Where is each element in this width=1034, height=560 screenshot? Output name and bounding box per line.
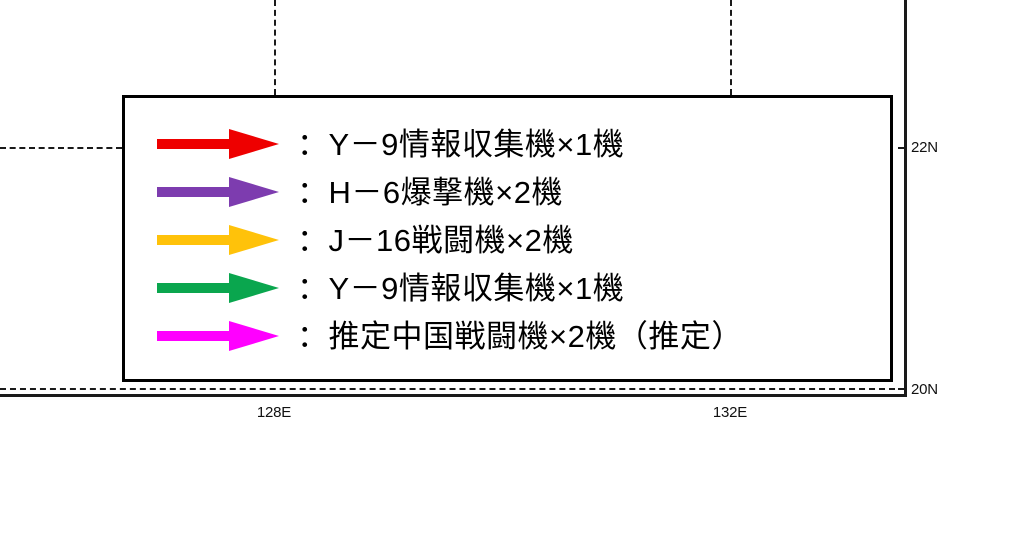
axis-label-latitude-22n: 22N: [911, 139, 938, 156]
legend-row-label: ：Y－9情報収集機×1機: [297, 270, 625, 306]
axis-label-latitude-20n: 20N: [911, 381, 938, 398]
gridline-latitude-22n: [0, 147, 122, 149]
map-frame-bottom-border: [0, 394, 907, 397]
legend-row: ：Y－9情報収集機×1機: [125, 264, 890, 312]
legend-box: ：Y－9情報収集機×1機 ：H－6爆撃機×2機 ：J－16戦闘機×2機 ：Y－9…: [122, 95, 893, 382]
map-frame-right-border: [904, 0, 907, 397]
arrow-right-icon: [157, 177, 279, 207]
legend-row: ：H－6爆撃機×2機: [125, 168, 890, 216]
legend-row-label: ：推定中国戦闘機×2機（推定）: [297, 318, 743, 354]
gridline-longitude-128e: [274, 0, 276, 95]
arrow-right-icon: [157, 273, 279, 303]
axis-label-longitude-132e: 132E: [712, 404, 748, 421]
tick-latitude-20n: [898, 388, 907, 390]
legend-row-label: ：Y－9情報収集機×1機: [297, 126, 625, 162]
axis-label-longitude-128e: 128E: [256, 404, 292, 421]
gridline-latitude-20n: [0, 388, 905, 390]
legend-row: ：J－16戦闘機×2機: [125, 216, 890, 264]
legend-row: ：推定中国戦闘機×2機（推定）: [125, 312, 890, 360]
legend-row-label: ：J－16戦闘機×2機: [297, 222, 574, 258]
arrow-right-icon: [157, 129, 279, 159]
arrow-right-icon: [157, 225, 279, 255]
tick-latitude-22n: [898, 147, 907, 149]
gridline-longitude-132e: [730, 0, 732, 95]
legend-row: ：Y－9情報収集機×1機: [125, 120, 890, 168]
legend-row-label: ：H－6爆撃機×2機: [297, 174, 563, 210]
arrow-right-icon: [157, 321, 279, 351]
